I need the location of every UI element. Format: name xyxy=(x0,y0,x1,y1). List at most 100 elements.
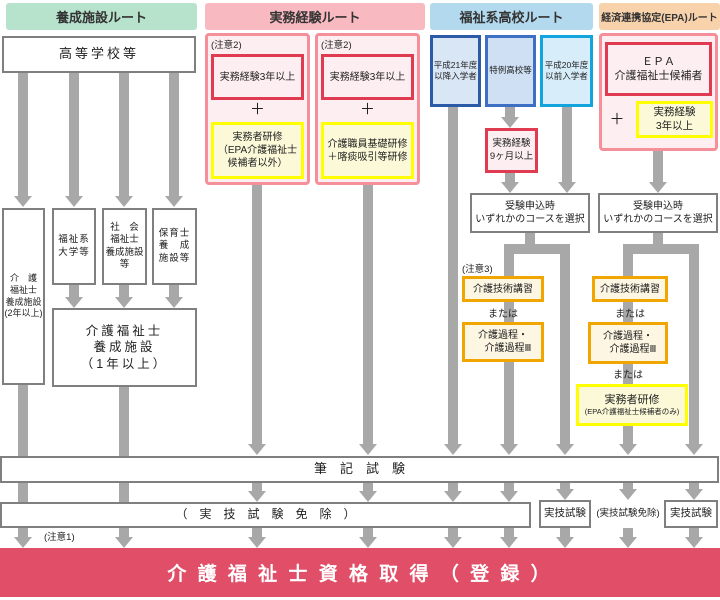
flow-connector xyxy=(504,528,514,537)
arrowhead-icon xyxy=(500,537,518,548)
box-h20-entrants: 平成20年度 以前入学者 xyxy=(540,35,593,107)
arrowhead-icon xyxy=(165,196,183,207)
bar-practical-waiver: （ 実 技 試 験 免 除 ） xyxy=(0,502,531,528)
note2-label: (注意2) xyxy=(321,40,352,51)
flow-connector xyxy=(169,73,179,196)
arrowhead-icon xyxy=(649,182,667,193)
box-high-school: 高等学校等 xyxy=(2,36,196,73)
flow-connector xyxy=(525,233,535,248)
arrowhead-icon xyxy=(165,297,183,308)
box-fukushi-univ: 福祉系 大学等 xyxy=(52,208,96,285)
flow-connector xyxy=(623,528,633,537)
flow-connector xyxy=(560,483,570,489)
arrowhead-icon xyxy=(556,489,574,500)
route-header-training: 養成施設ルート xyxy=(6,3,197,30)
plus-sign: ＋ xyxy=(609,111,625,128)
flow-connector xyxy=(560,528,570,537)
box-epa-exp-3yr: 実務経験 3年以上 xyxy=(636,101,713,138)
arrowhead-icon xyxy=(556,444,574,455)
or-label: または xyxy=(613,370,643,381)
flow-connector xyxy=(505,173,515,183)
flow-connector xyxy=(504,483,514,491)
note3-label: (注意3) xyxy=(462,264,493,275)
arrowhead-icon xyxy=(248,537,266,548)
flow-connector xyxy=(18,528,28,537)
box-jitsumusha-epa: 実務者研修 (EPA介護福祉士候補者のみ) xyxy=(576,384,688,426)
flow-connector xyxy=(119,483,129,502)
box-h21-entrants: 平成21年度 以降入学者 xyxy=(430,35,481,107)
flow-connector xyxy=(252,528,262,537)
flow-connector xyxy=(653,151,663,182)
flow-connector xyxy=(18,483,28,502)
flow-connector xyxy=(689,528,699,537)
note2-label: (注意2) xyxy=(211,40,242,51)
box-kiso-kenshu: 介護職員基礎研修 ＋喀痰吸引等研修 xyxy=(321,122,414,179)
arrowhead-icon xyxy=(14,196,32,207)
arrowhead-icon xyxy=(619,444,637,455)
flow-connector xyxy=(363,528,373,537)
flow-connector xyxy=(562,107,572,183)
flow-connector xyxy=(119,528,129,537)
arrowhead-icon xyxy=(558,182,576,193)
arrowhead-icon xyxy=(248,444,266,455)
jitsumusha-epa-title: 実務者研修 xyxy=(604,393,660,406)
box-exp-3yr-1: 実務経験3年以上 xyxy=(211,54,304,100)
box-tokurei-highschool: 特例高校等 xyxy=(485,35,536,107)
arrowhead-icon xyxy=(685,537,703,548)
arrowhead-icon xyxy=(115,196,133,207)
arrowhead-icon xyxy=(619,537,637,548)
flow-connector xyxy=(363,483,373,491)
flow-connector xyxy=(119,285,129,297)
label-practical-waiver-epa: (実技試験免除) xyxy=(596,507,660,519)
arrowhead-icon xyxy=(14,537,32,548)
route-header-experience: 実務経験ルート xyxy=(205,3,425,30)
arrowhead-icon xyxy=(444,537,462,548)
flow-connector xyxy=(169,285,179,297)
arrowhead-icon xyxy=(444,491,462,502)
arrowhead-icon xyxy=(65,297,83,308)
box-jitsumusha-kenshu: 実務者研修 （EPA介護福祉士 候補者以外） xyxy=(211,122,304,179)
box-koushu-highschool: 介護技術講習 xyxy=(462,276,544,302)
flow-connector xyxy=(504,244,570,254)
arrowhead-icon xyxy=(359,537,377,548)
route-header-highschool: 福祉系高校ルート xyxy=(430,3,593,30)
arrowhead-icon xyxy=(619,489,637,500)
route-header-epa: 経済連携協定(EPA)ルート xyxy=(599,3,720,30)
box-hoiku: 保育士 養 成 施設等 xyxy=(152,208,197,285)
flow-connector xyxy=(623,244,699,254)
box-exp-9months: 実務経験 9ヶ月以上 xyxy=(485,128,538,173)
arrowhead-icon xyxy=(359,491,377,502)
or-label: または xyxy=(615,309,645,320)
box-kaigo-1yr: 介護福祉士 養成施設 （1年以上） xyxy=(52,308,197,387)
arrowhead-icon xyxy=(501,182,519,193)
box-shakai-fukushi: 社 会 福祉士 養成施設 等 xyxy=(102,208,147,285)
flow-connector xyxy=(252,185,262,444)
plus-sign: ＋ xyxy=(249,101,265,118)
box-epa-candidate: ＥＰＡ 介護福祉士候補者 xyxy=(605,42,712,96)
flow-connector xyxy=(119,387,129,456)
box-katei-epa: 介護過程・ 介護過程Ⅲ xyxy=(588,322,668,364)
arrowhead-icon xyxy=(65,196,83,207)
flow-connector xyxy=(448,528,458,537)
box-course-select-epa: 受験申込時 いずれかのコースを選択 xyxy=(598,193,718,233)
arrowhead-icon xyxy=(501,117,519,128)
flow-connector xyxy=(119,73,129,196)
flow-connector xyxy=(252,483,262,491)
flow-connector xyxy=(69,73,79,196)
box-course-select-highschool: 受験申込時 いずれかのコースを選択 xyxy=(470,193,590,233)
or-label: または xyxy=(488,309,518,320)
box-practical-exam-2: 実技試験 xyxy=(664,500,718,528)
flow-connector xyxy=(69,285,79,297)
arrowhead-icon xyxy=(115,297,133,308)
flow-connector xyxy=(560,244,570,444)
box-practical-exam-1: 実技試験 xyxy=(539,500,591,528)
flow-connector xyxy=(18,385,28,456)
flow-connector xyxy=(363,185,373,444)
box-exp-3yr-2: 実務経験3年以上 xyxy=(321,54,414,100)
jitsumusha-epa-subtitle: (EPA介護福祉士候補者のみ) xyxy=(584,407,680,417)
note1-label: (注意1) xyxy=(44,532,75,543)
bar-written-exam: 筆 記 試 験 xyxy=(0,456,719,483)
flow-connector xyxy=(689,244,699,444)
arrowhead-icon xyxy=(248,491,266,502)
